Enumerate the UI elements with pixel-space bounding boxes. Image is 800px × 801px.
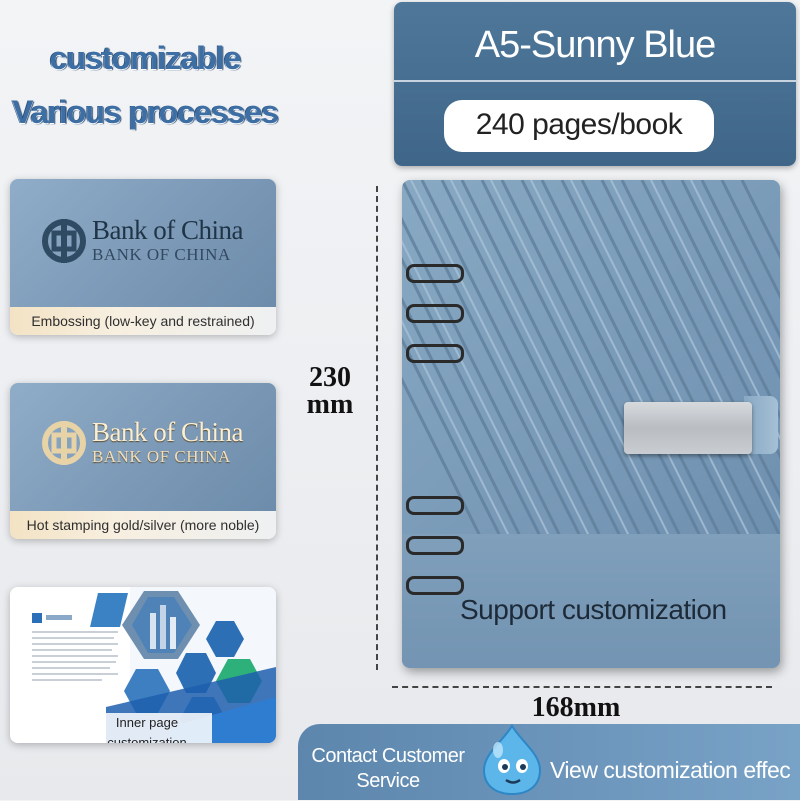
binder-ring xyxy=(406,344,464,363)
inner-page-sample-card: Inner page customization xyxy=(10,587,276,743)
logo-text: Bank of China xyxy=(92,417,243,447)
view-customization-link[interactable]: View customization effec xyxy=(550,757,791,783)
logo-text: Bank of China xyxy=(92,215,243,245)
embossing-sample-card: Bank of China BANK OF CHINA Embossing (l… xyxy=(10,179,276,335)
chat-mascot-icon[interactable] xyxy=(478,724,546,796)
bank-logo-gold: Bank of China BANK OF CHINA xyxy=(36,413,264,477)
width-dimension-line xyxy=(392,686,772,688)
logo-subtext: BANK OF CHINA xyxy=(92,245,231,264)
height-dimension-line xyxy=(376,186,378,670)
support-customization-text: Support customization xyxy=(460,594,727,625)
binder-ring xyxy=(406,576,464,595)
hot-stamping-sample-card: Bank of China BANK OF CHINA Hot stamping… xyxy=(10,383,276,539)
bank-of-china-emblem-icon xyxy=(42,219,86,263)
headline-customizable: customizable xyxy=(49,40,242,76)
contact-customer-service-button[interactable]: Contact Customer Service xyxy=(311,745,465,792)
logo-subtext: BANK OF CHINA xyxy=(92,447,231,466)
height-dimension-label: 230 mm xyxy=(306,362,354,420)
width-dimension-label: 168mm xyxy=(531,692,621,723)
hot-stamping-caption: Hot stamping gold/silver (more noble) xyxy=(10,511,276,539)
inner-page-caption: Inner page customization xyxy=(82,713,212,743)
bank-of-china-gold-emblem-icon xyxy=(42,421,86,465)
diagonal-stripe-pattern xyxy=(402,180,780,540)
binder-ring xyxy=(406,264,464,283)
embossing-caption: Embossing (low-key and restrained) xyxy=(10,307,276,335)
pages-pill xyxy=(444,100,714,152)
metal-clasp xyxy=(624,402,752,454)
banner-divider xyxy=(394,80,796,82)
pages-per-book: 240 pages/book xyxy=(475,108,683,141)
headline-various-processes: Various processes xyxy=(12,94,279,130)
product-banner: A5-Sunny Blue 240 pages/book xyxy=(394,2,796,166)
bank-logo-embossed: Bank of China BANK OF CHINA xyxy=(36,211,264,275)
notebook-lower-panel xyxy=(402,534,780,668)
binder-ring xyxy=(406,304,464,323)
binder-ring xyxy=(406,536,464,555)
product-name: A5-Sunny Blue xyxy=(474,24,717,66)
contact-bar: Contact Customer Service View customizat… xyxy=(298,724,800,800)
binder-ring xyxy=(406,496,464,515)
